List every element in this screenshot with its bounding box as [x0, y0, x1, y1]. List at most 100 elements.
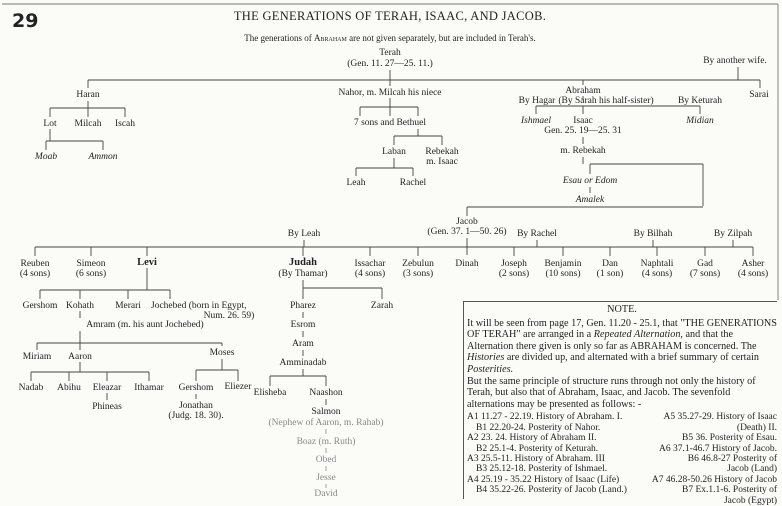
- node-jochebed-ref: Num. 26. 59): [203, 311, 255, 321]
- node-by-bilhah: By Bilhah: [633, 229, 673, 239]
- node-rachel: Rachel: [399, 178, 427, 188]
- node-milcah: Milcah: [74, 119, 102, 129]
- alternation-item: Jacob (Land): [727, 464, 777, 475]
- node-judah: Judah: [288, 257, 318, 268]
- node-eliezer: Eliezer: [224, 382, 252, 392]
- alternation-item: (Death) II.: [736, 422, 777, 433]
- note-box: NOTE. It will be seen from page 17, Gen.…: [463, 301, 777, 506]
- subtitle: The generations of Abraham are not given…: [244, 33, 536, 43]
- node-terah-ref: (Gen. 11. 27—25. 11.): [347, 59, 433, 69]
- node-isaac-ref: Gen. 25. 19—25. 31: [544, 126, 622, 136]
- node-rebekah: Rebekah: [425, 147, 459, 157]
- node-phineas: Phineas: [92, 402, 122, 412]
- alternation-item: A5 35.27-29. History of Isaac: [663, 412, 777, 423]
- node-levi: Levi: [137, 257, 157, 268]
- note-paragraph-1: It will be seen from page 17, Gen. 11.20…: [467, 317, 777, 375]
- node-terah: Terah: [379, 48, 401, 58]
- node-jochebed: Jochebed (born in Egypt,: [151, 301, 247, 311]
- node-nahor: Nahor, m. Milcah his niece: [338, 88, 442, 98]
- node-amalek: Amalek: [575, 195, 605, 205]
- node-haran: Haran: [76, 90, 100, 100]
- node-asher-sons: (4 sons): [737, 269, 769, 279]
- node-abihu: Abihu: [57, 383, 81, 393]
- alternation-item: B6 46.8-27 Posterity of: [687, 453, 777, 464]
- node-asher: Asher: [741, 259, 765, 269]
- node-jonathan: Jonathan: [179, 401, 213, 411]
- node-by-leah: By Leah: [287, 229, 321, 239]
- node-benjamin: Benjamin: [544, 259, 582, 269]
- node-aaron: Aaron: [68, 352, 92, 362]
- alternations-left: A1 11.27 - 22.19. History of Abraham. I.…: [467, 412, 627, 506]
- node-jonathan-ref: (Judg. 18. 30).: [168, 411, 224, 421]
- node-aram: Aram: [292, 339, 314, 349]
- node-leah: Leah: [346, 178, 366, 188]
- node-by-rachel: By Rachel: [517, 229, 557, 239]
- node-by-keturah: By Keturah: [677, 96, 723, 106]
- page-number: 29: [12, 10, 39, 32]
- node-gad-sons: (7 sons): [689, 269, 721, 279]
- node-by-sarah: (By Sarah his half-sister): [558, 96, 654, 106]
- page-title: THE GENERATIONS OF TERAH, ISAAC, AND JAC…: [233, 9, 547, 23]
- node-moab: Moab: [34, 152, 58, 162]
- node-gershom: Gershom: [22, 301, 58, 311]
- node-naphtali-sons: (4 sons): [641, 269, 673, 279]
- node-esrom: Esrom: [290, 320, 316, 330]
- alternation-item: A6 37.1-46.7 History of Jacob.: [659, 443, 777, 454]
- alternation-item: B4 35.22-26. Posterity of Jacob (Land.): [476, 485, 627, 496]
- node-amram: Amram (m. his aunt Jochebed): [86, 320, 204, 330]
- node-elisheba: Elisheba: [253, 388, 287, 398]
- node-salmon: Salmon: [311, 407, 341, 417]
- node-by-hagar: By Hagar: [518, 96, 556, 106]
- node-simeon: Simeon: [76, 259, 106, 269]
- alternation-item: A4 25.19 - 35.22 History of Isaac (Life): [467, 474, 620, 485]
- alternation-item: A2 23. 24. History of Abraham II.: [467, 433, 597, 444]
- alternation-item: B5 36. Posterity of Esau.: [682, 433, 777, 444]
- node-simeon-sons: (6 sons): [75, 269, 107, 279]
- alternation-item: B3 25.12-18. Posterity of Ishmael.: [476, 464, 608, 475]
- node-zebulun: Zebulun: [402, 259, 434, 269]
- node-joseph-sons: (2 sons): [498, 269, 530, 279]
- node-boaz: Boaz (m. Ruth): [296, 437, 356, 447]
- node-issachar: Issachar: [354, 259, 386, 269]
- alternation-item: A1 11.27 - 22.19. History of Abraham. I.: [467, 412, 623, 423]
- node-esau: Esau or Edom: [562, 176, 618, 186]
- alternation-item: B2 25.1-4. Posterity of Keturah.: [476, 443, 599, 454]
- node-rebekah-m: m. Isaac: [426, 157, 458, 167]
- node-iscah: Iscah: [114, 119, 136, 129]
- node-m-rebekah: m. Rebekah: [560, 146, 606, 156]
- node-seven-sons-bethuel: 7 sons and Bethuel: [353, 118, 427, 128]
- alternation-item: Jacob (Egypt): [723, 495, 777, 506]
- node-dan: Dan: [602, 259, 618, 269]
- node-dinah: Dinah: [455, 259, 479, 269]
- alternation-item: B7 Ex.1.1-6. Posterity of: [682, 485, 777, 496]
- node-jacob: Jacob: [456, 217, 478, 227]
- node-issachar-sons: (4 sons): [354, 269, 386, 279]
- node-lot: Lot: [43, 119, 57, 129]
- alternation-item: A3 25.5-11. History of Abraham. III: [467, 453, 605, 464]
- note-paragraph-2: But the same principle of structure runs…: [467, 375, 756, 410]
- alternation-item: B1 22.20-24. Posterity of Nahor.: [476, 422, 601, 433]
- node-nadab: Nadab: [18, 383, 44, 393]
- alternations-right: A5 35.27-29. History of Isaac (Death) II…: [627, 412, 777, 506]
- node-jesse: Jesse: [316, 473, 336, 483]
- node-by-zilpah: By Zilpah: [713, 229, 753, 239]
- node-ammon: Ammon: [88, 152, 118, 162]
- node-sarai: Sarai: [749, 90, 769, 100]
- node-naashon: Naashon: [309, 388, 343, 398]
- node-obed: Obed: [315, 455, 337, 465]
- alternation-item: A7 46.28-50.26 History of Jacob: [651, 474, 777, 485]
- node-dan-sons: (1 son): [596, 269, 624, 279]
- node-laban: Laban: [382, 147, 406, 157]
- node-amminadab: Amminadab: [279, 358, 327, 368]
- node-another-wife: By another wife.: [703, 56, 767, 66]
- node-reuben-sons: (4 sons): [19, 269, 51, 279]
- node-salmon-note: (Nephew of Aaron, m. Rahab): [268, 418, 384, 428]
- node-zebulun-sons: (3 sons): [402, 269, 434, 279]
- node-david: David: [314, 489, 338, 499]
- note-heading: NOTE.: [607, 304, 637, 315]
- node-moses: Moses: [209, 348, 235, 358]
- node-gad: Gad: [697, 259, 713, 269]
- node-jacob-ref: (Gen. 37. 1—50. 26): [427, 227, 507, 237]
- node-kohath: Kohath: [66, 301, 94, 311]
